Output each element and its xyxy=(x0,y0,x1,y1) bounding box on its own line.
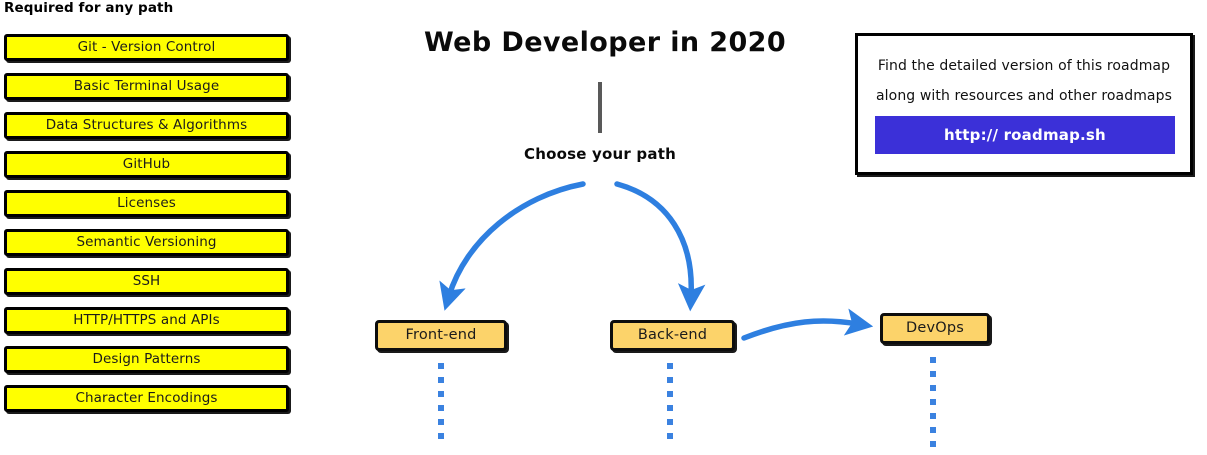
arrow-to-backend xyxy=(614,181,706,312)
topic-box-label: Basic Terminal Usage xyxy=(73,77,220,94)
topic-box[interactable]: GitHub xyxy=(4,151,289,178)
topic-box-label: Character Encodings xyxy=(75,389,218,406)
arrow-backend-to-devops xyxy=(741,308,874,341)
path-box-back-end-label: Back-end xyxy=(637,327,708,344)
required-topics-heading: Required for any path xyxy=(4,0,174,16)
trail-dot xyxy=(438,433,444,439)
trunk-connector-line xyxy=(598,82,602,133)
trail-dot xyxy=(667,363,673,369)
topic-box[interactable]: Licenses xyxy=(4,190,289,217)
topic-box[interactable]: Git - Version Control xyxy=(4,34,289,61)
trail-dot xyxy=(438,405,444,411)
path-box-back-end[interactable]: Back-end xyxy=(610,320,735,351)
trail-dot xyxy=(930,413,936,419)
trail-dot xyxy=(438,363,444,369)
trail-dot xyxy=(438,419,444,425)
trail-dot xyxy=(438,391,444,397)
trail-dot xyxy=(930,427,936,433)
arrow-to-frontend xyxy=(439,181,586,311)
trail-dot xyxy=(930,399,936,405)
topic-box-label: GitHub xyxy=(122,155,171,172)
dotted-trail-back-end xyxy=(667,363,673,447)
topic-box[interactable]: Design Patterns xyxy=(4,346,289,373)
trail-dot xyxy=(667,405,673,411)
page-title: Web Developer in 2020 xyxy=(423,27,787,58)
topic-box[interactable]: SSH xyxy=(4,268,289,295)
trail-dot xyxy=(438,377,444,383)
topic-box-label: Git - Version Control xyxy=(77,38,216,55)
trail-dot xyxy=(667,391,673,397)
required-topics-section: Required for any path Git - Version Cont… xyxy=(0,0,300,436)
topic-box[interactable]: Basic Terminal Usage xyxy=(4,73,289,100)
topic-box[interactable]: HTTP/HTTPS and APIs xyxy=(4,307,289,334)
path-box-devops-label: DevOps xyxy=(905,320,965,337)
info-card-line-1: Find the detailed version of this roadma… xyxy=(877,58,1171,74)
path-box-front-end-label: Front-end xyxy=(405,327,477,344)
topic-box-label: SSH xyxy=(132,272,161,289)
trail-dot xyxy=(930,357,936,363)
trail-dot xyxy=(667,433,673,439)
trail-dot xyxy=(667,377,673,383)
topic-box[interactable]: Semantic Versioning xyxy=(4,229,289,256)
info-card: Find the detailed version of this roadma… xyxy=(855,33,1193,175)
topic-box-label: Licenses xyxy=(117,194,176,211)
topic-box-label: Semantic Versioning xyxy=(76,233,217,250)
info-card-line-2: along with resources and other roadmaps xyxy=(875,88,1172,104)
choose-path-label: Choose your path xyxy=(524,145,676,163)
topic-box-label: Design Patterns xyxy=(92,350,201,367)
trail-dot xyxy=(930,385,936,391)
topic-box-label: Data Structures & Algorithms xyxy=(45,116,248,133)
roadmap-link-button-label: http:// roadmap.sh xyxy=(944,126,1106,144)
dotted-trail-front-end xyxy=(438,363,444,447)
path-box-front-end[interactable]: Front-end xyxy=(375,320,507,351)
trail-dot xyxy=(930,371,936,377)
topic-box-label: HTTP/HTTPS and APIs xyxy=(73,311,220,328)
trail-dot xyxy=(930,441,936,447)
trail-dot xyxy=(667,419,673,425)
path-box-devops[interactable]: DevOps xyxy=(880,313,990,344)
roadmap-link-button[interactable]: http:// roadmap.sh xyxy=(875,116,1175,154)
dotted-trail-devops xyxy=(930,357,936,455)
topic-box[interactable]: Data Structures & Algorithms xyxy=(4,112,289,139)
topic-box[interactable]: Character Encodings xyxy=(4,385,289,412)
